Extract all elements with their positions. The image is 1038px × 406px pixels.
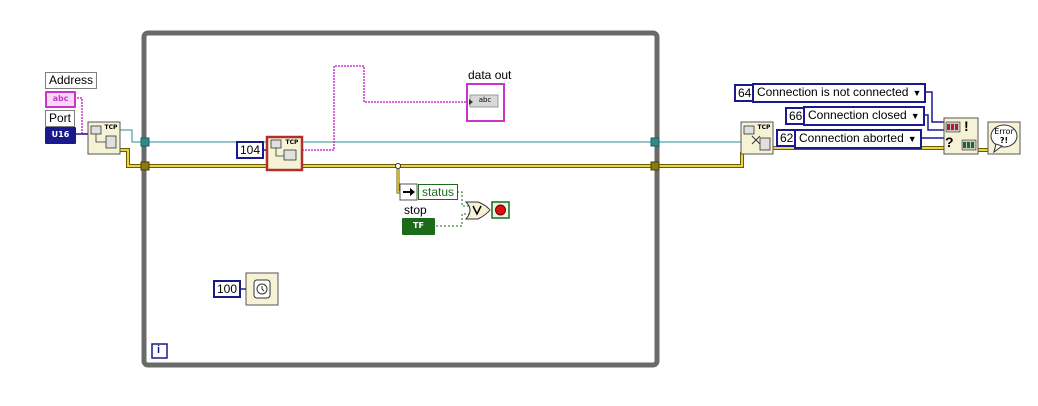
port-label: Port (45, 110, 76, 127)
error-ring-closed[interactable]: Connection closed▼ (803, 106, 925, 126)
status-element-label: status (418, 184, 459, 200)
error-dialog-symbol: ?! (999, 136, 1009, 145)
error-ring-closed-text: Connection closed (808, 108, 907, 122)
stop-label: stop (401, 202, 430, 219)
address-label: Address (45, 72, 98, 89)
data-out-type-badge: abc (478, 96, 492, 104)
tcp-ref-wire (120, 129, 742, 143)
tcp-open-badge: TCP (104, 124, 118, 131)
error-code-66[interactable]: 66 (785, 107, 807, 125)
or-function[interactable] (464, 201, 491, 220)
error-ring-not-connected[interactable]: Connection is not connected▼ (752, 83, 927, 103)
chevron-down-icon: ▼ (907, 134, 917, 144)
data-out-indicator[interactable] (466, 83, 505, 122)
address-type-badge: abc (52, 94, 69, 103)
error-tunnel-left[interactable] (140, 161, 150, 171)
port-type-badge: U16 (51, 130, 70, 139)
chevron-down-icon: ▼ (910, 111, 920, 121)
stop-boolean-control[interactable]: TF (402, 218, 435, 235)
tcp-close-badge: TCP (757, 124, 771, 131)
loop-condition-terminal[interactable] (491, 201, 510, 219)
stop-type-badge: TF (413, 221, 424, 230)
error-code-wires (920, 91, 944, 139)
read-bytes-constant[interactable]: 104 (236, 141, 265, 159)
tcp-read-node[interactable] (265, 135, 304, 172)
ref-tunnel-right[interactable] (650, 137, 660, 147)
wait-ms-constant[interactable]: 100 (213, 280, 242, 298)
ref-tunnel-left[interactable] (140, 137, 150, 147)
error-ring-aborted[interactable]: Connection aborted▼ (794, 129, 922, 149)
iteration-terminal (151, 343, 168, 359)
unbundle-by-name-node[interactable] (399, 183, 418, 201)
merge-errors-node[interactable] (943, 117, 979, 155)
simple-error-handler-node[interactable] (987, 121, 1021, 155)
error-dialog-text: Error (994, 127, 1014, 136)
error-ring-aborted-text: Connection aborted (799, 131, 904, 145)
while-loop-frame[interactable] (141, 30, 660, 368)
data-out-label: data out (468, 68, 512, 82)
exclamation-icon: ! (964, 118, 969, 134)
error-tunnel-right[interactable] (650, 161, 660, 171)
question-icon: ? (945, 134, 954, 150)
error-wire-junction (395, 163, 401, 169)
chevron-down-icon: ▼ (912, 88, 922, 98)
tcp-read-badge: TCP (285, 139, 299, 146)
error-ring-not-connected-text: Connection is not connected (757, 85, 909, 99)
wait-ms-node[interactable] (245, 272, 279, 306)
tcp-close-connection-node[interactable] (740, 121, 774, 155)
port-numeric-control[interactable]: U16 (45, 127, 76, 144)
iteration-index-label: i (157, 344, 161, 356)
address-string-control[interactable]: abc (45, 91, 76, 108)
tcp-open-connection-node[interactable] (87, 121, 121, 155)
